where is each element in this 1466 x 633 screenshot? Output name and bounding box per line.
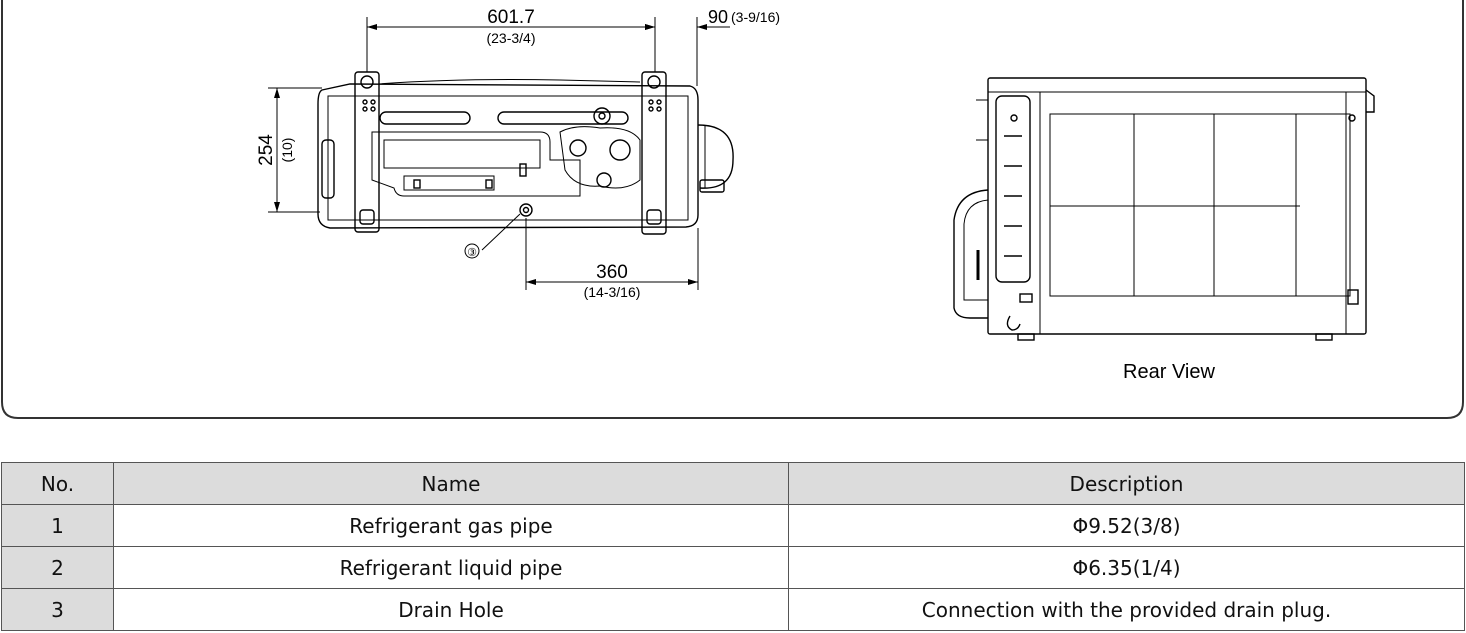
dim-width-label: 601.7 <box>487 7 535 28</box>
rear-view <box>953 77 1375 341</box>
dim-height-inch-label: (10) <box>279 138 295 163</box>
dim-drain <box>525 218 699 290</box>
drain-callout-leader <box>481 213 521 251</box>
header-name: Name <box>113 462 789 505</box>
dim-width-inch-label: (23-3/4) <box>486 30 535 46</box>
technical-drawing: ③ 601.7 (23-3/4) 90 (3-9/16) 254 (10) 36… <box>1 0 1464 419</box>
row-name: Refrigerant gas pipe <box>113 504 789 547</box>
row-no: 2 <box>1 546 114 589</box>
dim-height <box>268 87 322 213</box>
panel-frame <box>1 0 1464 419</box>
row-name: Refrigerant liquid pipe <box>113 546 789 589</box>
row-description: Φ6.35(1/4) <box>788 546 1465 589</box>
table-header-row: No. Name Description <box>1 462 1465 505</box>
row-name: Drain Hole <box>113 588 789 631</box>
dim-offset-label: 90 <box>708 7 728 27</box>
drawing-panel: ③ 601.7 (23-3/4) 90 (3-9/16) 254 (10) 36… <box>1 0 1464 419</box>
drain-callout-number: ③ <box>467 247 477 259</box>
table-row: 3 Drain Hole Connection with the provide… <box>1 588 1465 631</box>
row-no: 1 <box>1 504 114 547</box>
dim-offset-inch-label: (3-9/16) <box>731 9 780 25</box>
dim-drain-inch-label: (14-3/16) <box>584 284 641 300</box>
row-description: Connection with the provided drain plug. <box>788 588 1465 631</box>
header-description: Description <box>788 462 1465 505</box>
spec-table: No. Name Description 1 Refrigerant gas p… <box>1 462 1465 631</box>
table-row: 1 Refrigerant gas pipe Φ9.52(3/8) <box>1 504 1465 547</box>
drain-callout-circle <box>464 243 480 259</box>
dim-drain-label: 360 <box>596 262 628 283</box>
rear-view-label: Rear View <box>1123 361 1215 383</box>
dim-width <box>366 17 730 86</box>
table-row: 2 Refrigerant liquid pipe Φ6.35(1/4) <box>1 546 1465 589</box>
dim-height-label: 254 <box>256 134 277 166</box>
row-description: Φ9.52(3/8) <box>788 504 1465 547</box>
row-no: 3 <box>1 588 114 631</box>
bottom-view <box>317 71 734 235</box>
header-no: No. <box>1 462 114 505</box>
